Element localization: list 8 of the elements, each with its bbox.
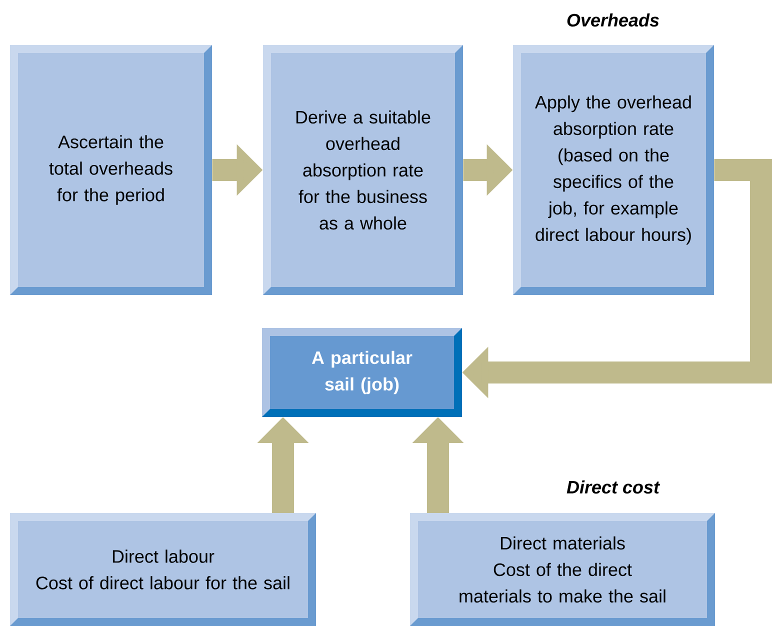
job-box: A particular sail (job) bbox=[262, 328, 462, 417]
process-box: Derive a suitable overhead absorption rate for the business as a whole bbox=[263, 45, 463, 295]
process-box: Ascertain the total overheads for the period bbox=[10, 45, 212, 295]
section-heading: Overheads bbox=[567, 13, 659, 27]
process-box: Direct labour Cost of direct labour for the sail bbox=[10, 513, 316, 626]
process-box: Direct materials Cost of the direct materials to make the sail bbox=[410, 513, 715, 626]
section-heading: Direct cost bbox=[566, 480, 660, 494]
process-box: Apply the overhead absorption rate (based on the specifics of the job, for example direct labour hours) bbox=[513, 45, 714, 295]
